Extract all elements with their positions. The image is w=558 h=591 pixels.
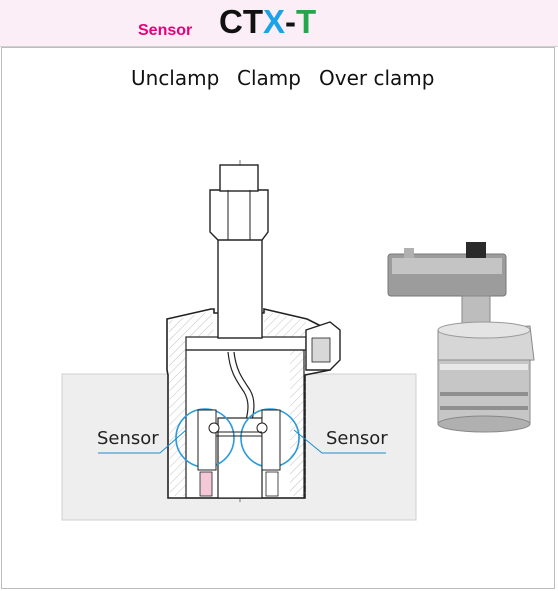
title-bar: Sensor CTX-T	[0, 0, 558, 47]
lower-rod	[217, 417, 263, 499]
body-section-right	[264, 311, 306, 496]
product-letter-t2: T	[296, 3, 317, 40]
rod-cap	[219, 164, 259, 192]
tab-over-clamp[interactable]: Over clamp	[319, 66, 435, 90]
oil-passage	[227, 351, 249, 421]
rod-nut	[209, 189, 269, 241]
product-name: CTX-T	[219, 3, 316, 41]
piston-rod	[217, 229, 263, 339]
diagram-frame	[1, 47, 555, 589]
body-section-left	[169, 311, 214, 496]
tab-clamp[interactable]: Clamp	[237, 66, 301, 90]
sensor-callout-right: Sensor	[326, 428, 388, 449]
sensor-callout-left: Sensor	[97, 428, 159, 449]
product-letter-x: X	[263, 3, 286, 40]
sensor-label: Sensor	[138, 22, 193, 39]
sensor-element-right	[265, 471, 279, 497]
product-dash: -	[285, 3, 297, 40]
product-photo	[387, 242, 535, 433]
product-letter-t1: T	[242, 3, 264, 40]
piston-band	[185, 336, 307, 351]
callout-line-left	[98, 429, 187, 454]
tab-unclamp[interactable]: Unclamp	[131, 66, 220, 90]
callout-line-right	[293, 429, 386, 454]
product-letter-c: C	[219, 3, 243, 40]
sensor-element-left	[199, 471, 213, 497]
